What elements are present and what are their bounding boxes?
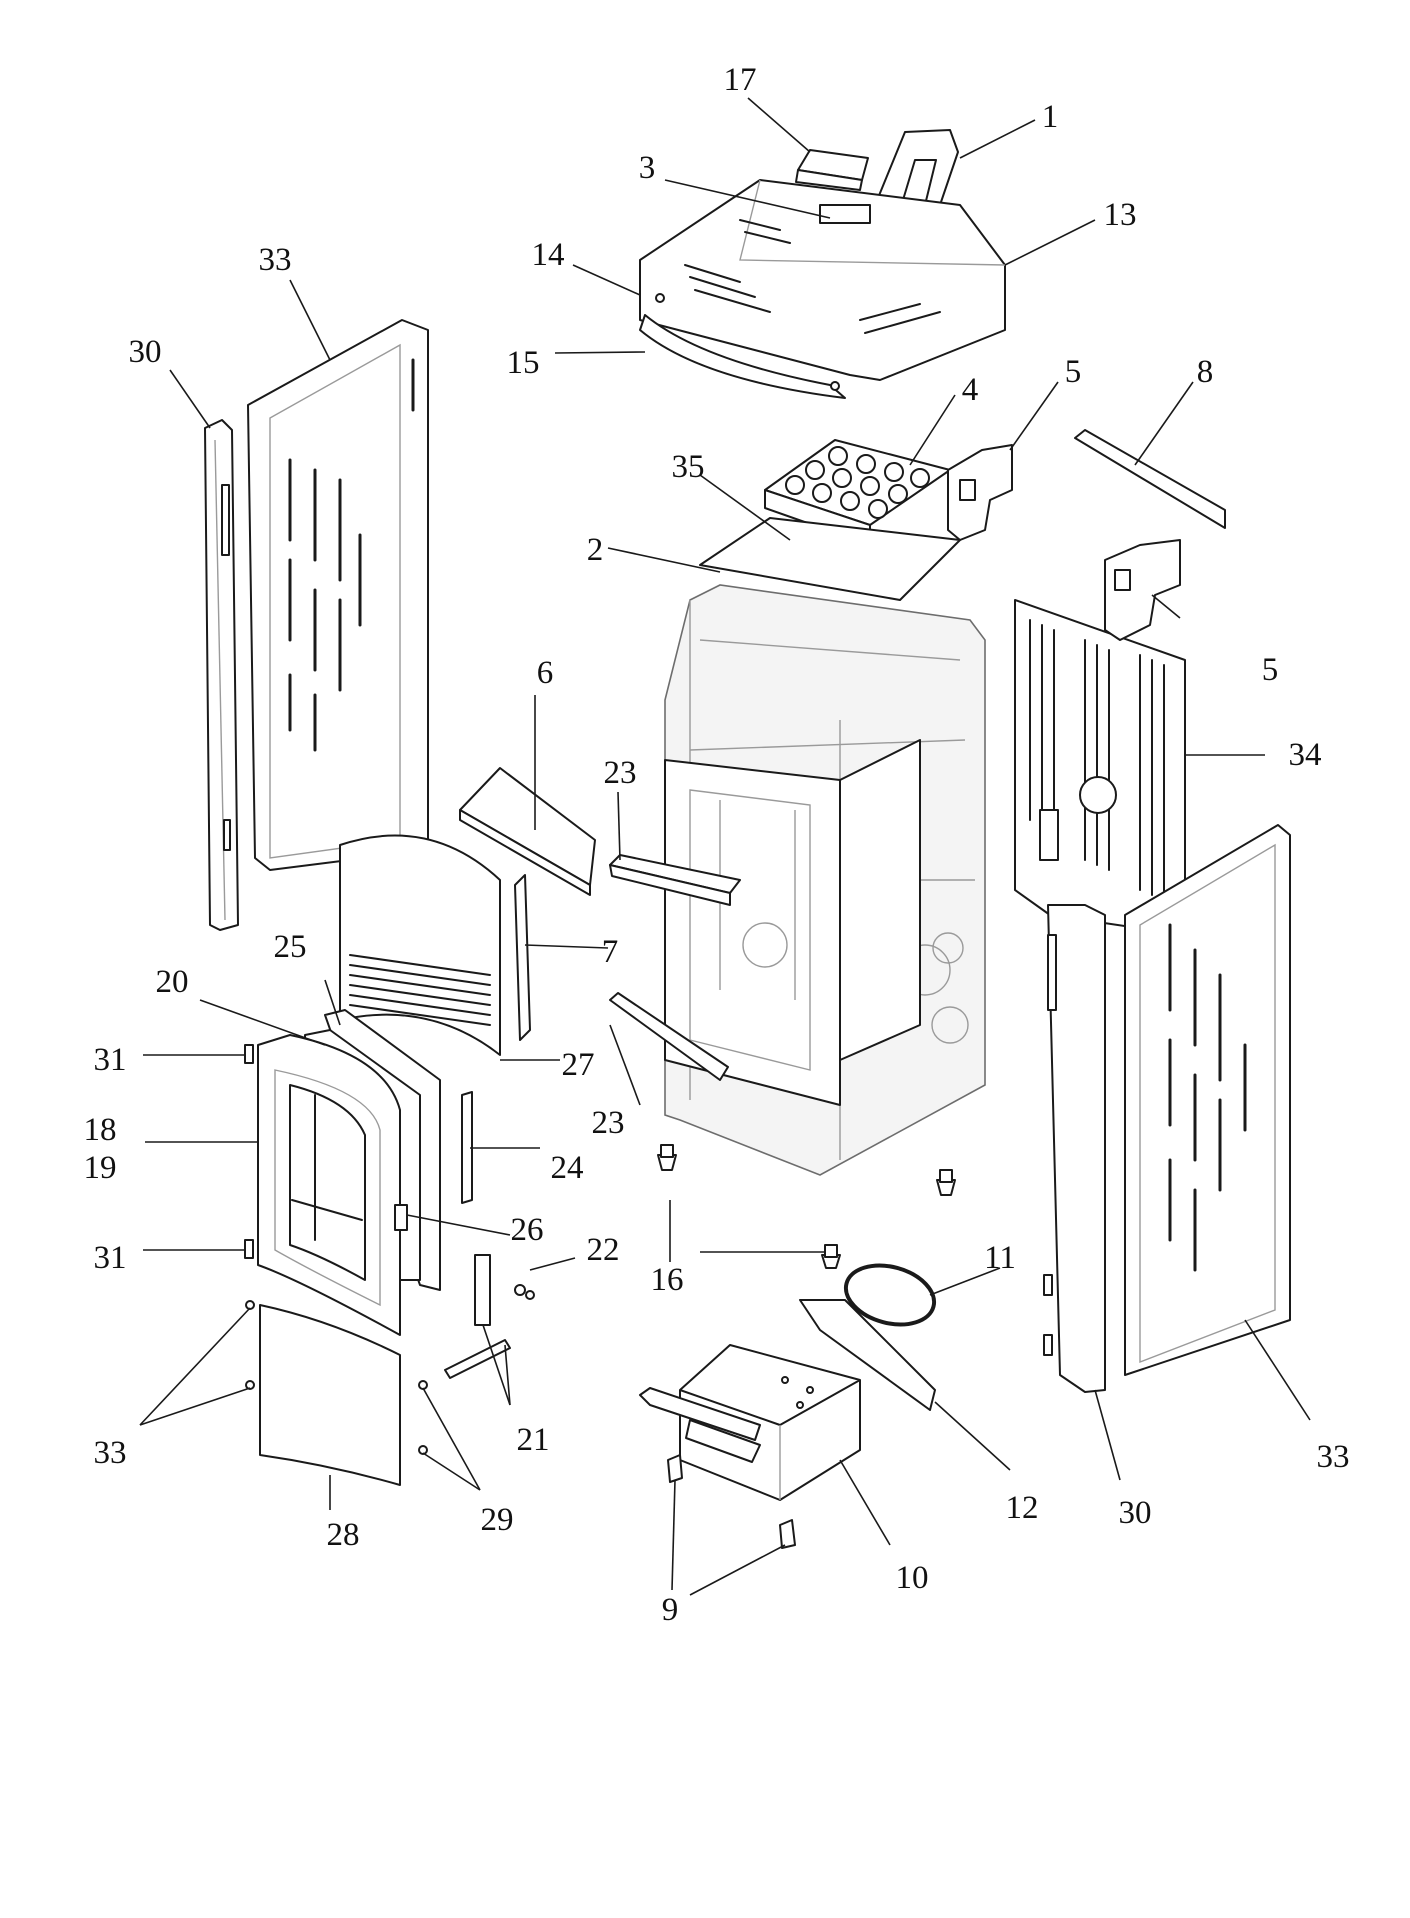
callout-9: 9 xyxy=(662,1592,679,1628)
callout-30-left: 30 xyxy=(129,334,162,370)
callout-16: 16 xyxy=(651,1262,684,1298)
callout-27: 27 xyxy=(562,1047,595,1083)
callout-15: 15 xyxy=(507,345,540,381)
front-grille-vents xyxy=(349,954,491,1026)
part-hinge-pin-lower xyxy=(244,1239,254,1259)
callout-labels: 17 1 3 13 14 15 4 5 8 35 2 5 34 6 23 7 2… xyxy=(84,62,1350,1628)
left-side-panel xyxy=(204,319,429,931)
part-screw-29b xyxy=(418,1445,428,1455)
part-left-side-panel xyxy=(247,319,429,871)
front-door-assembly xyxy=(244,834,535,1486)
callout-23-lower: 23 xyxy=(592,1105,625,1141)
left-panel-slots xyxy=(288,358,415,752)
callout-23-upper: 23 xyxy=(604,755,637,791)
leader-lines xyxy=(139,97,1311,1596)
stove-body xyxy=(609,439,986,1269)
part-screw-29a xyxy=(418,1380,428,1390)
callout-17: 17 xyxy=(724,62,757,98)
callout-34: 34 xyxy=(1289,737,1322,773)
ash-drawer-assembly xyxy=(639,1263,937,1549)
part-screw-32b xyxy=(245,1380,255,1390)
callout-13: 13 xyxy=(1104,197,1137,233)
callout-8: 8 xyxy=(1197,354,1214,390)
callout-4: 4 xyxy=(962,372,979,408)
callout-19: 19 xyxy=(84,1150,117,1186)
part-rear-grille-panel xyxy=(1014,599,1186,936)
callout-11: 11 xyxy=(984,1240,1016,1276)
top-plate-vents xyxy=(684,219,941,334)
part-clip-right xyxy=(779,1519,796,1549)
callout-28: 28 xyxy=(327,1517,360,1553)
part-top-plate xyxy=(639,179,1006,381)
callout-18: 18 xyxy=(84,1112,117,1148)
part-screw-32a xyxy=(245,1300,255,1310)
part-latch xyxy=(394,1204,408,1231)
part-drawer-cover xyxy=(799,1299,936,1411)
callout-3: 3 xyxy=(639,150,656,186)
callout-24: 24 xyxy=(551,1150,584,1186)
callout-5-lower: 5 xyxy=(1262,652,1279,688)
callout-20: 20 xyxy=(156,964,189,1000)
part-lower-rail xyxy=(609,992,729,1081)
callout-1: 1 xyxy=(1042,99,1059,135)
part-top-slot xyxy=(819,204,871,224)
part-lower-front-panel xyxy=(259,1304,401,1486)
callout-31-upper: 31 xyxy=(94,1042,127,1078)
part-handle-rod xyxy=(474,1254,491,1326)
part-flue-hole xyxy=(1079,776,1117,814)
brackets xyxy=(459,429,1226,1041)
callout-31-lower: 31 xyxy=(94,1240,127,1276)
callout-12: 12 xyxy=(1006,1490,1039,1526)
callout-22: 22 xyxy=(587,1232,620,1268)
callout-6: 6 xyxy=(537,655,554,691)
part-clip-left xyxy=(667,1454,683,1483)
rear-grille-vents xyxy=(1029,619,1165,901)
part-firebox xyxy=(664,759,841,1106)
top-lid-assembly xyxy=(639,129,1006,399)
part-feet xyxy=(657,1144,956,1269)
callout-26: 26 xyxy=(511,1212,544,1248)
right-side-panel xyxy=(1014,599,1291,1393)
callout-21: 21 xyxy=(517,1422,550,1458)
part-rear-housing xyxy=(839,739,921,1061)
callout-33-right-label: 33 xyxy=(1317,1439,1350,1475)
part-bracket-5-upper xyxy=(947,444,1013,541)
part-bracket-8 xyxy=(1074,429,1226,529)
part-door-bar xyxy=(461,1091,473,1204)
callout-2: 2 xyxy=(587,532,604,568)
callout-35: 35 xyxy=(672,449,705,485)
right-panel-slots xyxy=(1168,923,1247,1272)
callout-33-left-text: 33 xyxy=(259,242,292,278)
callout-32: 33 xyxy=(94,1435,127,1471)
callout-10: 10 xyxy=(896,1560,929,1596)
callout-30-right: 30 xyxy=(1119,1495,1152,1531)
callout-5-upper: 5 xyxy=(1065,354,1082,390)
callout-7: 7 xyxy=(602,934,619,970)
callout-29: 29 xyxy=(481,1502,514,1538)
part-bracket-5-lower xyxy=(1104,539,1181,641)
part-front-trim xyxy=(639,314,846,399)
part-right-side-panel xyxy=(1124,824,1291,1376)
part-screw xyxy=(514,1284,526,1296)
callout-14: 14 xyxy=(532,237,565,273)
grid-cells xyxy=(785,446,930,519)
callout-25: 25 xyxy=(274,929,307,965)
part-right-corner-profile xyxy=(1047,904,1106,1393)
part-bracket-7 xyxy=(514,874,531,1041)
part-drawer-gasket xyxy=(843,1263,937,1327)
part-hinge-pin-upper xyxy=(244,1044,254,1064)
